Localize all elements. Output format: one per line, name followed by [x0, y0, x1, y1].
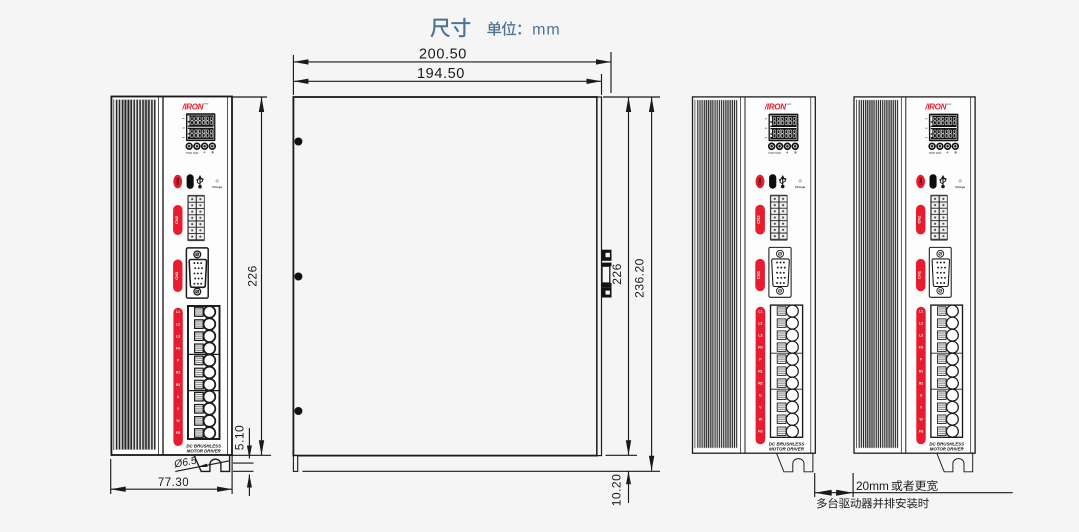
svg-text:Ø6.5: Ø6.5	[172, 454, 198, 470]
svg-text:L2: L2	[919, 321, 923, 325]
svg-text:L1: L1	[758, 309, 762, 313]
svg-text:R1: R1	[176, 371, 180, 375]
svg-text:FG: FG	[758, 430, 763, 434]
svg-text:MOTOR DRIVER: MOTOR DRIVER	[769, 447, 805, 452]
svg-text:FG: FG	[758, 345, 763, 349]
svg-text:20mm: 20mm	[856, 479, 889, 493]
svg-text:L3: L3	[919, 333, 923, 337]
svg-text:CN4: CN4	[758, 177, 762, 185]
svg-text:L2: L2	[758, 321, 762, 325]
svg-text:CN2: CN2	[174, 215, 179, 224]
svg-text:/IRON: /IRON	[181, 102, 203, 111]
svg-text:P: P	[177, 359, 180, 363]
svg-text:CN1: CN1	[174, 271, 179, 280]
svg-text:U: U	[920, 393, 923, 397]
svg-text:W: W	[177, 419, 181, 423]
svg-text:R2: R2	[176, 383, 180, 387]
svg-text:77.30: 77.30	[158, 477, 189, 489]
svg-text:L1: L1	[176, 310, 180, 314]
svg-text:U: U	[177, 395, 180, 399]
svg-text:MOTOR DRIVER: MOTOR DRIVER	[187, 448, 222, 453]
svg-text:Charge: Charge	[795, 185, 806, 189]
svg-text:P: P	[759, 357, 762, 361]
svg-text:PWR ERR: PWR ERR	[768, 151, 781, 155]
svg-text:FG: FG	[919, 345, 924, 349]
svg-text:/IRON: /IRON	[764, 103, 787, 112]
svg-text:DC BRUSHLESS: DC BRUSHLESS	[929, 442, 964, 447]
svg-text:R2: R2	[919, 381, 923, 385]
svg-text:R1: R1	[919, 369, 923, 373]
svg-text:V: V	[177, 407, 180, 411]
svg-text:Charge: Charge	[955, 185, 965, 189]
svg-text:/IRON: /IRON	[924, 103, 946, 112]
svg-text:mm: mm	[532, 22, 561, 39]
svg-text:L2: L2	[176, 322, 180, 326]
svg-text:U: U	[759, 393, 762, 397]
svg-text:DC BRUSHLESS: DC BRUSHLESS	[769, 442, 805, 447]
svg-text:236.20: 236.20	[633, 258, 647, 298]
svg-text:W: W	[919, 418, 923, 422]
svg-text:PWR ERR: PWR ERR	[929, 151, 942, 155]
svg-text:PWR ERR: PWR ERR	[186, 151, 199, 155]
svg-text:MOTOR DRIVER: MOTOR DRIVER	[930, 447, 965, 452]
svg-text:L3: L3	[758, 333, 762, 337]
svg-text:CN2: CN2	[917, 215, 922, 224]
svg-text:10.20: 10.20	[610, 474, 624, 507]
svg-text:L3: L3	[176, 334, 180, 338]
svg-text:DC BRUSHLESS: DC BRUSHLESS	[186, 444, 221, 449]
svg-text:226: 226	[246, 265, 260, 287]
svg-text:CN1: CN1	[917, 270, 922, 279]
svg-text:CN4: CN4	[919, 178, 923, 185]
svg-text:R2: R2	[758, 381, 762, 385]
svg-text:FG: FG	[919, 430, 924, 434]
svg-text:W: W	[759, 418, 763, 422]
svg-text:L1: L1	[919, 309, 923, 313]
svg-text:Charge: Charge	[212, 185, 222, 189]
svg-text:226: 226	[610, 263, 624, 285]
svg-text:FG: FG	[176, 431, 181, 435]
svg-text:CN1: CN1	[756, 270, 761, 279]
svg-text:CN4: CN4	[176, 178, 180, 185]
svg-text:200.50: 200.50	[419, 47, 467, 63]
svg-text:V: V	[759, 405, 762, 409]
svg-text:FG: FG	[176, 347, 181, 351]
svg-text:194.50: 194.50	[417, 66, 465, 82]
svg-text:P: P	[920, 357, 923, 361]
svg-text:5.10: 5.10	[233, 425, 247, 450]
svg-text:CN2: CN2	[756, 215, 761, 224]
svg-text:V: V	[920, 405, 923, 409]
svg-text:R1: R1	[758, 369, 762, 373]
